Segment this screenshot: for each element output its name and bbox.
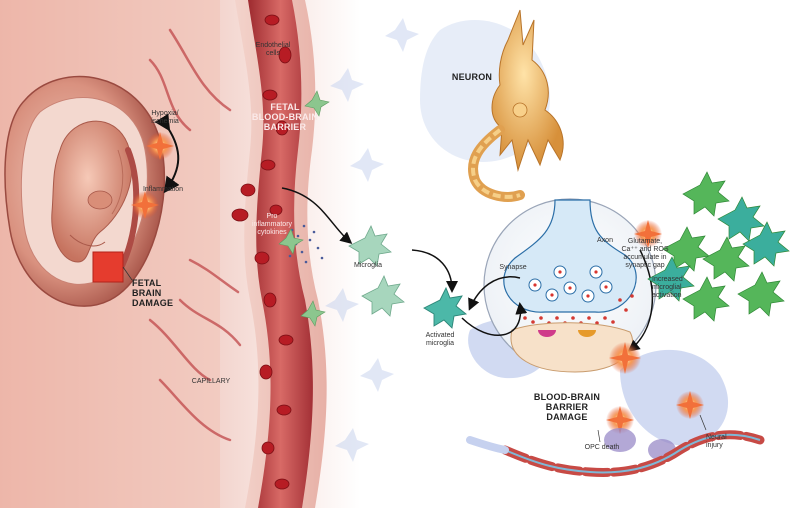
damage-leader-line [122, 266, 133, 281]
red-blood-cells [231, 14, 294, 490]
microglia-activation-arrow [411, 249, 458, 293]
spark-postsynaptic [609, 342, 641, 374]
opc-leader [597, 429, 601, 443]
hypoxia-label: Hypoxia/ ischemia [151, 110, 179, 125]
inflammation-label: Inflammation [142, 186, 184, 193]
neural-injury-label: Neural injury [706, 434, 727, 449]
spark-hypoxia [146, 132, 174, 160]
axon-core [504, 433, 761, 474]
fetal-bbb-label: FETAL BLOOD-BRAIN BARRIER [251, 102, 319, 132]
vessel-microglia [278, 90, 330, 327]
synapse-label: Synapse [499, 264, 527, 271]
fetal-brain-damage-label: FETAL BRAIN DAMAGE [132, 278, 174, 308]
capillary-label: CAPILLARY [191, 378, 231, 385]
spark-synapse [634, 220, 662, 248]
axon-tail [466, 436, 509, 454]
hypoxia-inflammation-arrow [154, 113, 180, 194]
cytokines-label: Pro inflammatory cytokines [251, 213, 293, 236]
synapse-microglia-arrow [468, 276, 521, 311]
increased-activation-arrow [627, 249, 653, 352]
microglia-resting [348, 225, 405, 317]
activated-microglia-label: Activated microglia [425, 332, 455, 347]
small-capillaries [148, 28, 242, 442]
glial-network [325, 18, 419, 462]
microglia-synapse-arrow [461, 302, 528, 336]
neuron-label: NEURON [451, 72, 493, 82]
spark-bbb-damage [606, 406, 634, 434]
increased-activation-label: Increased microglial activation [652, 276, 683, 299]
blood-vessel-lumen [248, 0, 313, 508]
bbb-damage-label: BLOOD-BRAIN BARRIER DAMAGE [533, 392, 601, 422]
receptor-orange [578, 330, 596, 337]
neuron [420, 9, 564, 202]
cytokine-arrow [281, 187, 353, 244]
vesicle-contents [533, 270, 608, 298]
opc-death-label: OPC death [584, 444, 620, 451]
spark-inflammation [131, 191, 159, 219]
glutamate-label: Glutamate, Ca⁺⁺ and ROS accumulate in sy… [621, 238, 669, 269]
fetus [51, 120, 133, 263]
microglia-activated [423, 286, 468, 329]
neural-injury-leader [699, 414, 707, 431]
endothelial-label: Endothelial cells [255, 42, 291, 57]
axon-label: Axon [597, 237, 613, 244]
spark-neural-injury [676, 391, 704, 419]
microglia-label: Microglia [353, 262, 382, 269]
reactive-microglia-cluster [647, 171, 790, 322]
receptor-magenta [538, 330, 556, 337]
fetal-brain-damage-marker [92, 251, 124, 283]
